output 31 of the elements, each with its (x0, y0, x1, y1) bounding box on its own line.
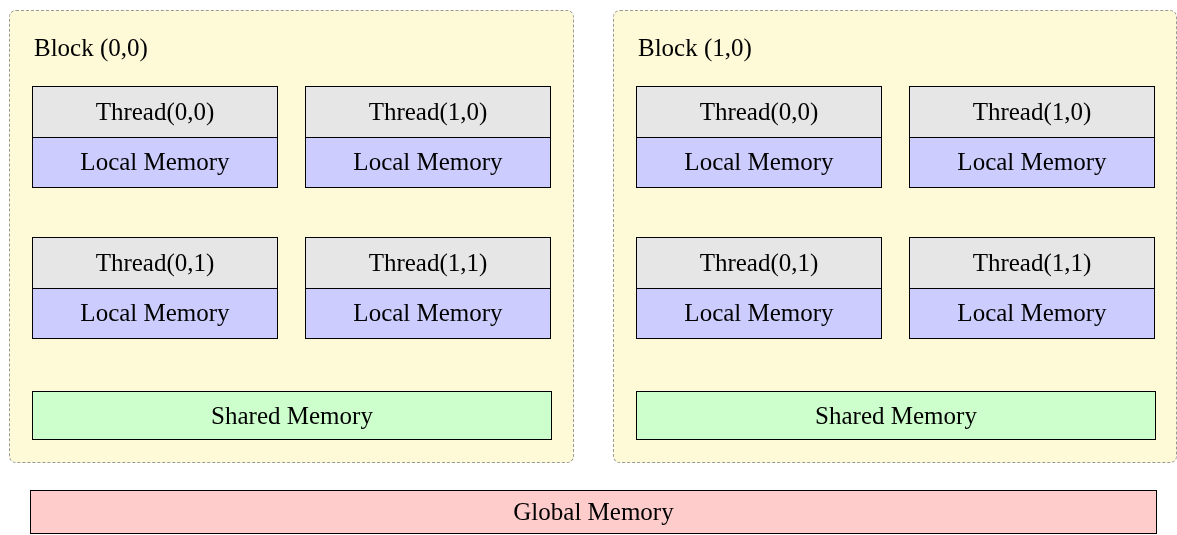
thread-label: Thread(1,1) (909, 237, 1155, 288)
thread-label: Thread(1,1) (305, 237, 551, 288)
thread-label: Thread(0,0) (636, 86, 882, 137)
thread-box (909, 86, 1155, 188)
thread-label: Thread(1,0) (305, 86, 551, 137)
thread-label: Thread(0,0) (32, 86, 278, 137)
block-panel (9, 10, 574, 463)
global-memory-bar: Global Memory (30, 490, 1157, 534)
thread-box (636, 237, 882, 339)
block-title: Block (0,0) (34, 33, 148, 63)
thread-box (305, 86, 551, 188)
block-title: Block (1,0) (638, 33, 752, 63)
thread-box (305, 237, 551, 339)
thread-box (909, 237, 1155, 339)
thread-label: Thread(0,1) (636, 237, 882, 288)
thread-box (32, 237, 278, 339)
block-panel (613, 10, 1177, 463)
thread-label: Thread(0,1) (32, 237, 278, 288)
local-memory-label: Local Memory (636, 287, 882, 339)
thread-box (32, 86, 278, 188)
thread-label: Thread(1,0) (909, 86, 1155, 137)
local-memory-label: Local Memory (909, 136, 1155, 188)
local-memory-label: Local Memory (636, 136, 882, 188)
local-memory-label: Local Memory (305, 136, 551, 188)
local-memory-label: Local Memory (909, 287, 1155, 339)
local-memory-label: Local Memory (32, 287, 278, 339)
local-memory-label: Local Memory (32, 136, 278, 188)
thread-box (636, 86, 882, 188)
shared-memory-bar: Shared Memory (32, 391, 552, 440)
local-memory-label: Local Memory (305, 287, 551, 339)
shared-memory-bar: Shared Memory (636, 391, 1156, 440)
